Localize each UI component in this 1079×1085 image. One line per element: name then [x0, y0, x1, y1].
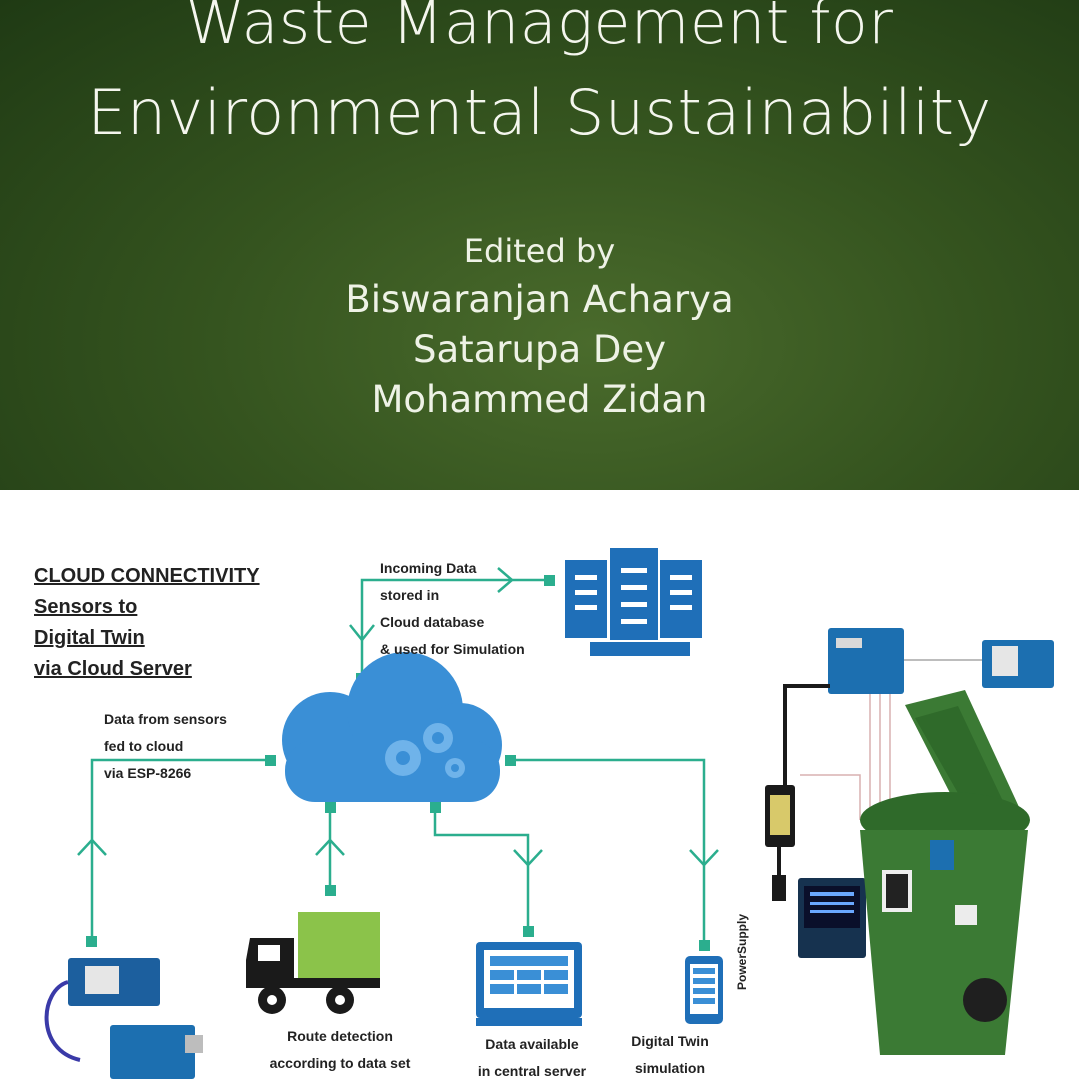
edited-by-label: Edited by — [463, 232, 616, 270]
arduino-uno-icon — [828, 628, 904, 694]
connector-cloud-to-phone — [510, 758, 706, 945]
connector-node — [523, 926, 534, 937]
power-supply-label: PowerSupply — [735, 913, 749, 990]
arrow-down-icon — [349, 624, 375, 643]
note-line: Cloud database — [380, 614, 485, 630]
connector-node — [430, 802, 441, 813]
incoming-data-note: Incoming Data stored in Cloud database &… — [380, 555, 525, 663]
phone-icon — [685, 956, 723, 1024]
caption-line: Digital Twin — [631, 1033, 709, 1049]
editor-name: Biswaranjan Acharya — [345, 278, 734, 321]
caption-line: in central server — [477, 1063, 587, 1079]
sensor-data-note: Data from sensors fed to cloud via ESP-8… — [104, 706, 227, 787]
sensor-module-icon — [982, 640, 1054, 688]
oled-display-icon — [798, 878, 866, 958]
truck-icon — [246, 912, 380, 1014]
arrow-up-icon — [77, 838, 107, 856]
book-title-line-2: Environmental Sustainability — [87, 76, 992, 149]
connector-node — [699, 940, 710, 951]
power-supply-icon — [765, 785, 795, 901]
arrow-right-icon — [497, 567, 514, 593]
caption-line: simulation — [634, 1060, 705, 1076]
cover-background: Waste Management for Environmental Susta… — [0, 0, 1079, 490]
connector-node — [505, 755, 516, 766]
cloud-connectivity-diagram — [44, 548, 1054, 1079]
connector-node — [86, 936, 97, 947]
connector-cloud-to-server — [360, 578, 550, 675]
note-line: Incoming Data — [380, 560, 477, 576]
connector-sensor-to-cloud — [90, 758, 270, 940]
connector-node — [325, 885, 336, 896]
arduino-board-icon — [110, 1025, 203, 1079]
note-line: fed to cloud — [104, 738, 184, 754]
route-detection-caption: Route detection according to data set — [250, 1023, 430, 1077]
server-icon — [565, 548, 702, 656]
waste-bin-icon — [860, 690, 1030, 1055]
note-line: Data from sensors — [104, 711, 227, 727]
connector-cloud-to-monitor — [433, 805, 530, 930]
caption-line: according to data set — [269, 1055, 411, 1071]
book-title-line-1: Waste Management for — [185, 0, 894, 58]
central-server-caption: Data available in central server — [432, 1031, 632, 1085]
note-line: & used for Simulation — [380, 641, 525, 657]
heading-line: Sensors to — [34, 596, 138, 618]
arrow-up-icon — [315, 838, 345, 856]
caption-line: Data available — [485, 1036, 579, 1052]
cable — [44, 980, 81, 1062]
digital-twin-caption: Digital Twin simulation — [610, 1028, 730, 1082]
caption-line: Route detection — [287, 1028, 393, 1044]
arrow-down-icon — [513, 849, 543, 867]
cloud-icon — [282, 652, 502, 802]
esp8266-board-icon — [68, 958, 160, 1006]
heading-line: via Cloud Server — [34, 658, 192, 680]
diagram-heading: CLOUD CONNECTIVITY Sensors to Digital Tw… — [34, 561, 260, 685]
note-line: via ESP-8266 — [104, 765, 192, 781]
connector-node — [544, 575, 555, 586]
heading-line: Digital Twin — [34, 627, 145, 649]
editor-name: Mohammed Zidan — [371, 378, 708, 421]
connector-node — [325, 802, 336, 813]
power-cable — [783, 684, 830, 785]
heading-line: CLOUD CONNECTIVITY — [34, 565, 260, 587]
connector-node — [265, 755, 276, 766]
editor-name: Satarupa Dey — [412, 328, 667, 371]
arrow-down-icon — [689, 849, 719, 867]
note-line: stored in — [380, 587, 440, 603]
monitor-icon — [476, 942, 582, 1026]
